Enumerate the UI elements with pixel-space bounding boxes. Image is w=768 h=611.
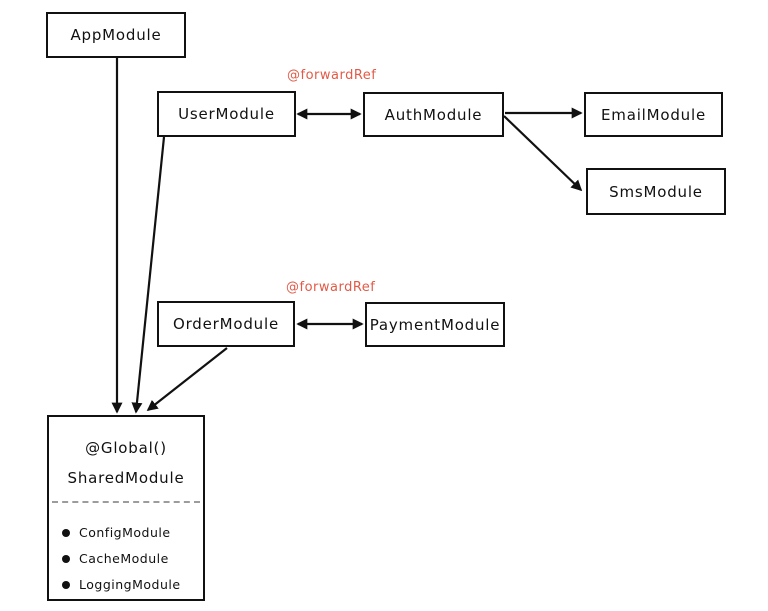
list-item-label: CacheModule [79, 551, 169, 566]
node-email-module-label: EmailModule [601, 105, 706, 124]
node-user-module: UserModule [157, 91, 296, 137]
bullet-icon [62, 554, 70, 563]
node-order-module: OrderModule [157, 301, 295, 347]
shared-module-item-list: ConfigModule CacheModule LoggingModule [49, 525, 203, 592]
edge-order-to-shared [146, 347, 228, 412]
shared-module-divider [52, 501, 200, 503]
forwardref-annotation-order-payment: @forwardRef [286, 280, 376, 295]
bullet-icon [62, 580, 70, 589]
list-item: LoggingModule [62, 577, 203, 592]
edge-auth-to-sms [503, 115, 583, 192]
node-auth-module-label: AuthModule [384, 105, 483, 124]
node-shared-module: @Global() SharedModule ConfigModule Cach… [47, 415, 205, 601]
node-app-module-label: AppModule [70, 26, 162, 44]
list-item-label: ConfigModule [79, 525, 171, 540]
node-order-module-label: OrderModule [173, 315, 279, 333]
list-item: CacheModule [62, 551, 203, 566]
list-item: ConfigModule [62, 525, 203, 540]
node-payment-module-label: PaymentModule [369, 315, 501, 334]
node-sms-module-label: SmsModule [609, 182, 703, 201]
node-shared-module-label: SharedModule [67, 469, 185, 487]
bullet-icon [62, 528, 70, 537]
forwardref-annotation-user-auth: @forwardRef [287, 68, 377, 83]
node-user-module-label: UserModule [178, 105, 275, 123]
node-payment-module: PaymentModule [365, 302, 505, 347]
node-email-module: EmailModule [584, 92, 723, 137]
node-sms-module: SmsModule [586, 168, 726, 215]
node-app-module: AppModule [46, 12, 186, 58]
list-item-label: LoggingModule [79, 577, 181, 592]
node-auth-module: AuthModule [363, 92, 504, 137]
shared-module-decorator: @Global() [85, 439, 167, 457]
edge-user-to-shared [131, 136, 166, 414]
